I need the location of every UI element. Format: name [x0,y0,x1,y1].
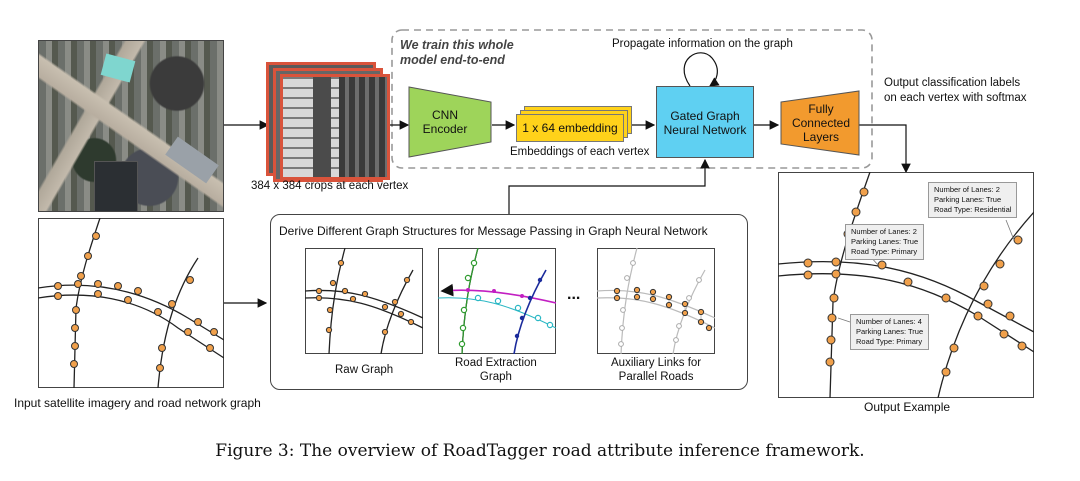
output-example-caption: Output Example [864,400,951,414]
ggnn-line1: Gated Graph [670,109,740,123]
graph-structures-title: Derive Different Graph Structures for Me… [279,224,708,238]
fc-line3: Layers [802,130,840,144]
satellite-building-roof [100,53,136,83]
callout3-lanes: Number of Lanes: 4 [856,317,922,326]
input-road-graph [38,218,224,388]
figure-caption: Figure 3: The overview of RoadTagger roa… [215,441,865,461]
ggnn-line2: Neural Network [663,123,747,137]
callout2-type: Road Type: Primary [851,247,918,256]
output-description: Output classification labels on each ver… [884,76,1027,106]
fc-layers-shape [780,90,860,156]
aux-line2: Parallel Roads [618,371,694,383]
satellite-image [38,40,224,212]
cnn-line2: Encoder [422,122,468,136]
crops-label: 384 x 384 crops at each vertex [251,180,409,192]
auxiliary-links-label: Auxiliary Links for Parallel Roads [611,356,701,384]
crop-buildings [339,77,387,177]
satellite-tower [94,161,138,211]
satellite-building [165,136,219,184]
cnn-encoder-shape [408,86,492,158]
callout3-parking: Parking Lanes: True [856,327,924,336]
output-line2: on each vertex with softmax [884,92,1027,104]
cnn-encoder-label: CNN Encoder [408,108,482,136]
raw-graph-label: Raw Graph [335,364,394,376]
embeddings-caption: Embeddings of each vertex [510,146,650,158]
aux-line1: Auxiliary Links for [611,357,702,369]
propagate-label: Propagate information on the graph [612,38,793,50]
arrow-fc-to-output [858,124,911,174]
road-extraction-line2: Graph [479,371,512,383]
callout1-type: Road Type: Residential [934,205,1012,214]
raw-graph-panel [305,248,423,354]
auxiliary-links-panel [597,248,715,354]
ggnn-box: Gated Graph Neural Network [656,86,754,158]
input-caption: Input satellite imagery and road network… [14,396,261,410]
fc-line2: Connected [791,116,851,130]
callout-residential: Number of Lanes: 2 Parking Lanes: True R… [928,182,1018,218]
fc-line1: Fully [808,102,834,116]
train-note-line2: model end-to-end [400,53,505,67]
arrow-graph-to-ggnn [508,158,710,214]
train-note: We train this whole model end-to-end [400,38,514,68]
ellipsis: ... [567,286,581,303]
callout-primary-4: Number of Lanes: 4 Parking Lanes: True R… [850,314,930,350]
crop-road-strip [313,77,331,177]
callout2-parking: Parking Lanes: True [851,237,919,246]
callout1-parking: Parking Lanes: True [934,195,1002,204]
self-loop-arrow [683,52,720,87]
graph-structures-panel [270,214,748,390]
embedding-box: 1 x 64 embedding [516,114,624,142]
callout-primary-2: Number of Lanes: 2 Parking Lanes: True R… [845,224,925,260]
crop-front [280,74,390,180]
callout3-type: Road Type: Primary [856,337,923,346]
fc-layers-label: Fully Connected Layers [782,102,860,144]
end-to-end-region [391,29,873,169]
road-extraction-line1: Road Extraction [455,357,537,369]
cnn-line1: CNN [432,108,458,122]
train-note-line1: We train this whole [400,38,514,52]
output-line1: Output classification labels [884,77,1021,89]
road-extraction-label: Road Extraction Graph [455,356,537,384]
road-extraction-panel [438,248,556,354]
callout1-lanes: Number of Lanes: 2 [934,185,1000,194]
callout2-lanes: Number of Lanes: 2 [851,227,917,236]
